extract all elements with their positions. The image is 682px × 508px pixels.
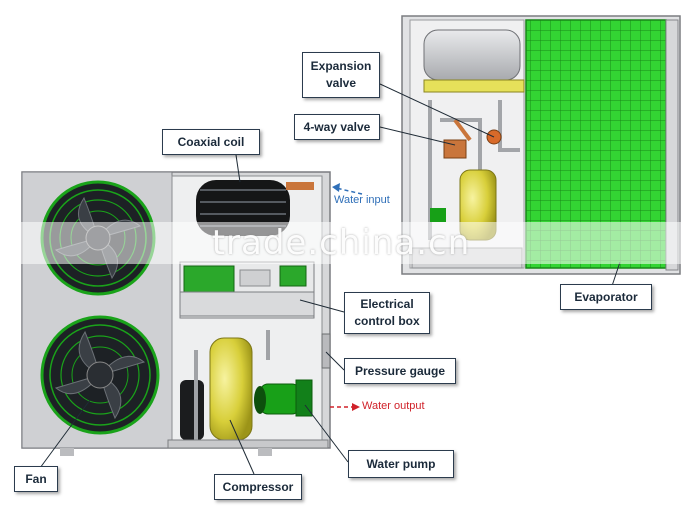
watermark: trade.china.cn xyxy=(0,222,682,264)
label-pressure-gauge: Pressure gauge xyxy=(344,358,456,384)
water-pump-part xyxy=(254,379,313,417)
water-output-label: Water output xyxy=(362,400,425,412)
label-four-way-valve: 4-way valve xyxy=(294,114,380,140)
label-compressor: Compressor xyxy=(214,474,302,500)
pressure-gauge-part xyxy=(321,333,331,369)
water-output-arrow xyxy=(330,403,360,411)
compressor-part xyxy=(180,330,270,441)
water-input-label: Water input xyxy=(334,194,390,206)
label-water-pump: Water pump xyxy=(348,450,454,478)
receiver-tank xyxy=(423,29,521,81)
fan-bottom xyxy=(40,315,160,435)
leader-lines xyxy=(39,83,621,475)
label-coaxial-coil: Coaxial coil xyxy=(162,129,260,155)
label-evaporator: Evaporator xyxy=(560,284,652,310)
water-input-arrow xyxy=(332,183,363,195)
electrical-box-part xyxy=(179,261,315,319)
left-unit xyxy=(21,171,331,456)
four-way-valve-part xyxy=(443,139,467,159)
label-fan: Fan xyxy=(14,466,58,492)
